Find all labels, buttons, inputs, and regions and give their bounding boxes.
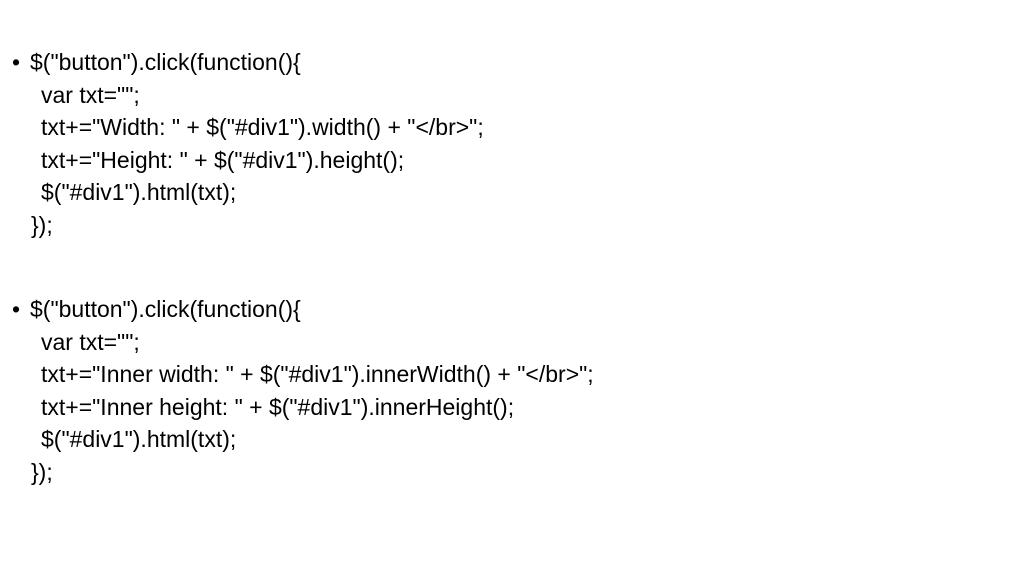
code-text: $("button").click(function(){ [30,49,301,75]
code-line: txt+="Inner height: " + $("#div1").inner… [41,393,515,420]
code-line: • $("button").click(function(){ [10,46,1010,79]
code-line: txt+="Height: " + $("#div1").height(); [41,146,405,173]
code-line: }); [31,211,53,238]
code-line: var txt=""; [41,328,140,355]
bullet-marker: • [12,49,21,75]
code-line: txt+="Width: " + $("#div1").width() + "<… [41,114,484,140]
code-bullet-1: • $("button").click(function(){ var txt=… [10,46,1010,241]
code-line: • $("button").click(function(){ [10,293,1010,326]
code-bullet-2: • $("button").click(function(){ var txt=… [10,293,1010,488]
code-line: var txt=""; [41,81,140,108]
code-line: $("#div1").html(txt); [41,179,237,205]
code-line: txt+="Inner width: " + $("#div1").innerW… [41,361,594,387]
code-text: $("button").click(function(){ [30,296,301,322]
code-line: }); [31,458,53,485]
code-line: $("#div1").html(txt); [41,426,237,452]
bullet-marker: • [12,296,21,322]
